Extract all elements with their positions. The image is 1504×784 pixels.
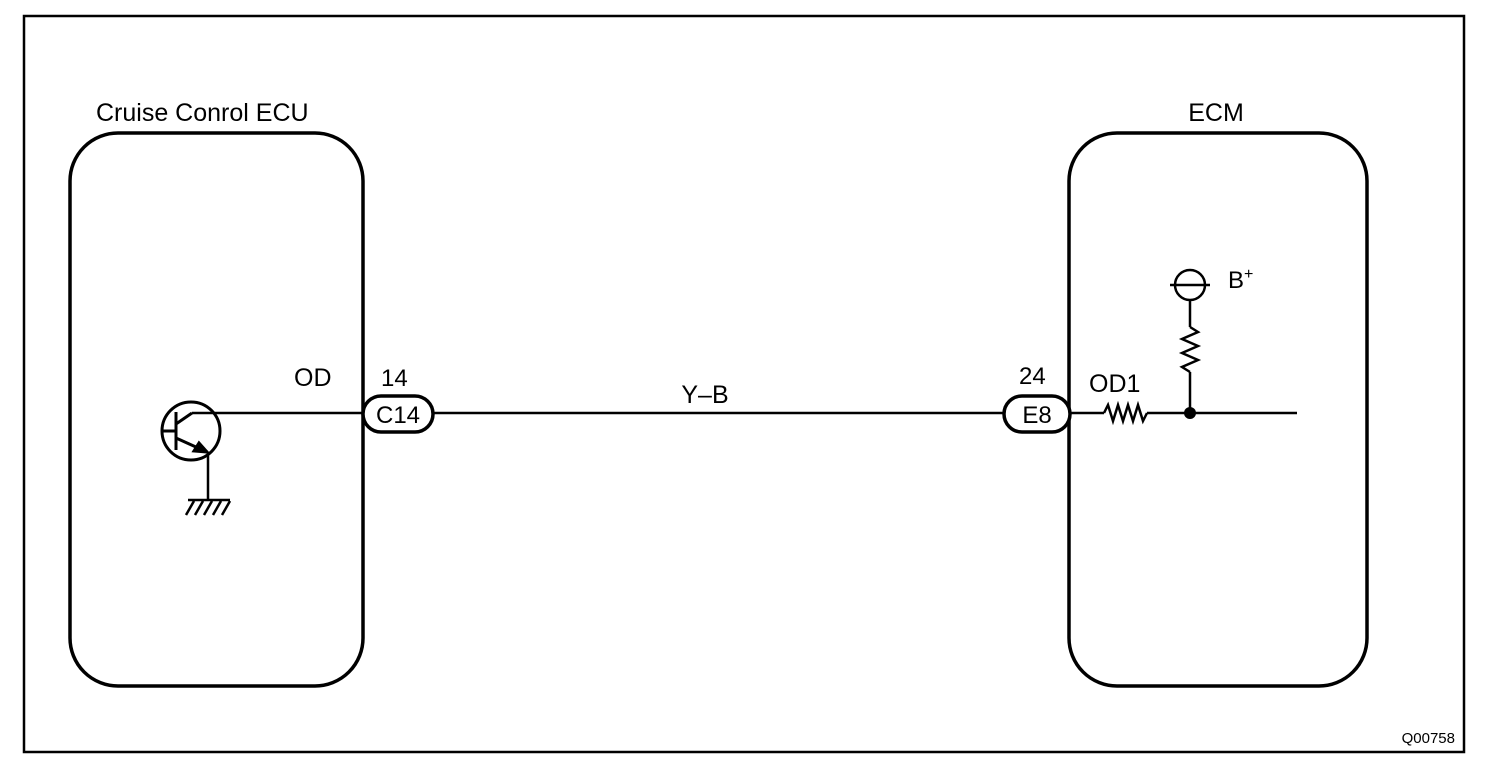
terminal-od-label: OD — [294, 364, 332, 392]
ecm-title: ECM — [1188, 99, 1244, 127]
ground-icon — [184, 498, 232, 516]
diagram-frame — [22, 14, 1466, 754]
cruise-control-ecu-box — [68, 131, 365, 688]
series-resistor-icon — [1102, 400, 1149, 426]
cruise-control-ecu: Cruise Conrol ECU OD 14 C14 — [68, 99, 435, 688]
pullup-resistor-icon — [1178, 325, 1202, 374]
ecm-box — [1067, 131, 1369, 688]
connector-e8-label: E8 — [1022, 402, 1051, 429]
cruise-control-ecu-title: Cruise Conrol ECU — [96, 99, 309, 127]
transistor-icon — [160, 400, 222, 462]
power-supply-icon — [1170, 268, 1210, 302]
figure-id: Q00758 — [1402, 730, 1455, 747]
supply-label: B+ — [1228, 266, 1253, 294]
terminal-od1-label: OD1 — [1089, 370, 1140, 398]
pin-number-left: 14 — [381, 365, 408, 392]
ecm: ECM 24 E8 OD1 B+ — [1002, 99, 1369, 688]
connector-c14-label: C14 — [376, 402, 420, 429]
supply-label-superscript: + — [1244, 266, 1253, 283]
pin-number-right: 24 — [1019, 363, 1046, 390]
supply-label-text: B — [1228, 267, 1244, 294]
wire-color-label: Y–B — [681, 381, 728, 409]
